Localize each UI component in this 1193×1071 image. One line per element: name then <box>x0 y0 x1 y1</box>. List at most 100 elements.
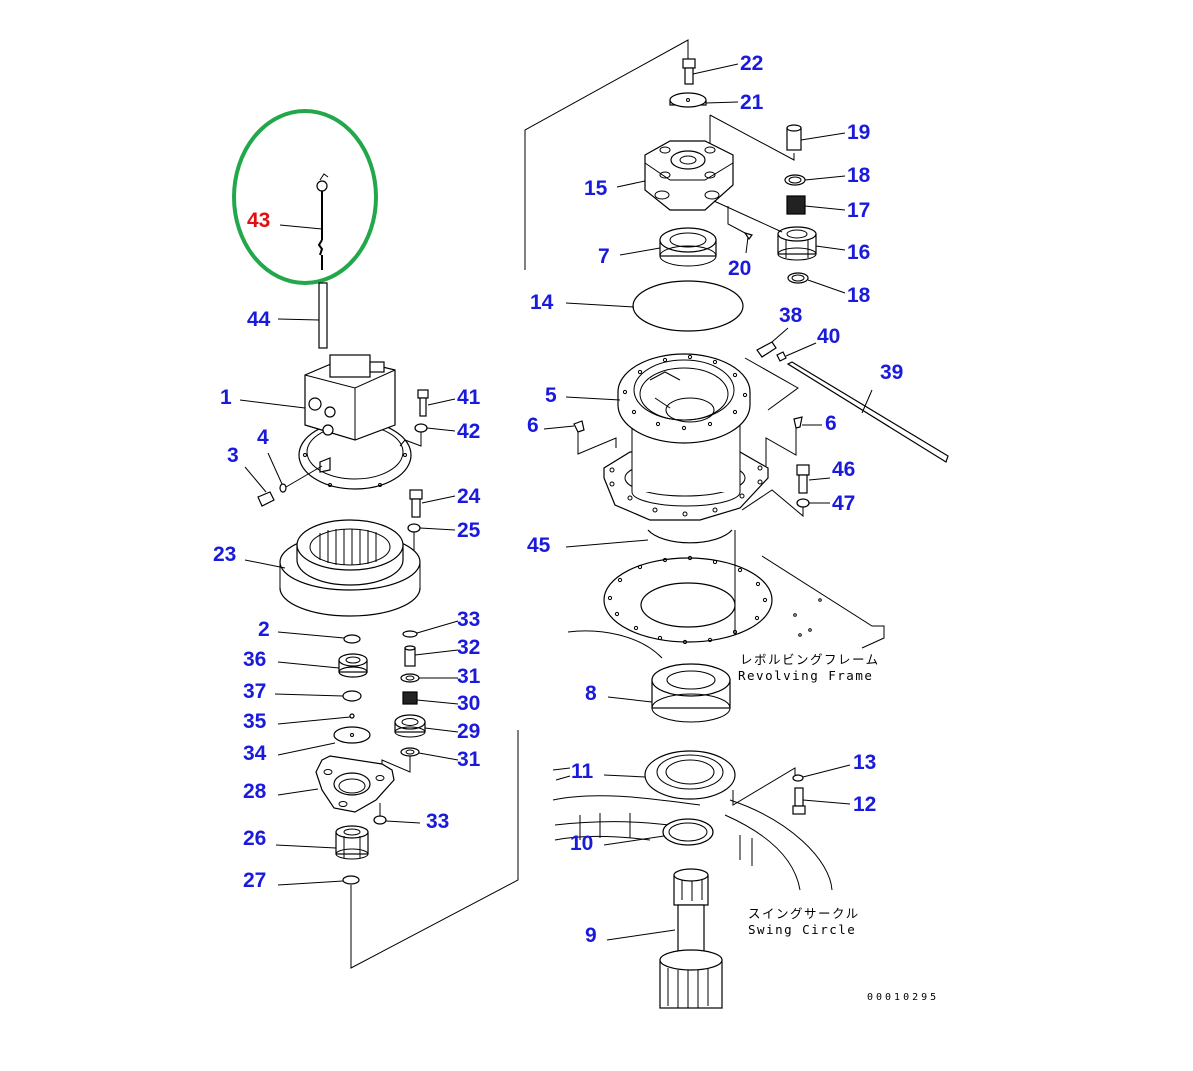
callout-18-upper[interactable]: 18 <box>847 164 871 187</box>
part-4-oring[interactable] <box>279 483 287 493</box>
callout-11[interactable]: 11 <box>571 760 594 783</box>
callout-4[interactable]: 4 <box>257 426 269 449</box>
callout-28[interactable]: 28 <box>243 780 267 803</box>
callout-1[interactable]: 1 <box>220 386 232 409</box>
callout-44[interactable]: 44 <box>247 308 271 331</box>
part-2-oring[interactable] <box>343 634 361 644</box>
callout-34[interactable]: 34 <box>243 742 267 765</box>
part-3-plug[interactable] <box>257 491 275 507</box>
part-14-oring[interactable] <box>632 280 744 332</box>
part-19-shaft-pin[interactable] <box>786 124 802 151</box>
part-12-bolt[interactable] <box>792 787 806 815</box>
part-34-plate[interactable] <box>333 726 371 744</box>
callout-12[interactable]: 12 <box>853 793 876 816</box>
callout-41[interactable]: 41 <box>457 386 481 409</box>
part-41-bolt[interactable] <box>417 389 429 417</box>
part-8-bearing[interactable] <box>651 663 731 723</box>
part-40-clip[interactable] <box>776 351 787 362</box>
callout-30[interactable]: 30 <box>457 692 480 715</box>
callout-21[interactable]: 21 <box>740 91 764 114</box>
callout-16[interactable]: 16 <box>847 241 870 264</box>
callout-24[interactable]: 24 <box>457 485 481 508</box>
part-27-thrust-washer[interactable] <box>342 875 360 885</box>
part-22-bolt[interactable] <box>682 58 696 85</box>
callout-8[interactable]: 8 <box>585 682 597 705</box>
part-43-dipstick[interactable] <box>316 173 329 270</box>
callout-26[interactable]: 26 <box>243 827 266 850</box>
part-29-bearing[interactable] <box>394 714 426 738</box>
callout-47[interactable]: 47 <box>832 492 855 515</box>
callout-40[interactable]: 40 <box>817 325 840 348</box>
part-39-hose[interactable] <box>786 361 949 463</box>
callout-10[interactable]: 10 <box>570 832 593 855</box>
part-15-carrier[interactable] <box>644 140 734 211</box>
part-6-plug-left[interactable] <box>573 420 585 433</box>
callout-39[interactable]: 39 <box>880 361 903 384</box>
callout-23[interactable]: 23 <box>213 543 236 566</box>
part-1-swing-motor[interactable] <box>298 354 412 490</box>
callout-19[interactable]: 19 <box>847 121 870 144</box>
callout-33-lower[interactable]: 33 <box>426 810 449 833</box>
callout-18-lower[interactable]: 18 <box>847 284 871 307</box>
part-10-seal[interactable] <box>662 818 714 846</box>
part-26-bearing[interactable] <box>335 825 369 860</box>
callout-32[interactable]: 32 <box>457 636 480 659</box>
part-17-needle-bearing[interactable] <box>786 195 806 215</box>
part-42-washer[interactable] <box>414 423 428 433</box>
part-47-washer[interactable] <box>796 498 810 508</box>
callout-27[interactable]: 27 <box>243 869 266 892</box>
part-32-pin[interactable] <box>404 645 416 667</box>
part-36-bearing[interactable] <box>338 653 368 678</box>
callout-42[interactable]: 42 <box>457 420 480 443</box>
callout-3[interactable]: 3 <box>227 444 239 467</box>
part-23-ring-gear[interactable] <box>279 519 421 617</box>
callout-25[interactable]: 25 <box>457 519 481 542</box>
part-18-washer-lower[interactable] <box>787 272 809 284</box>
callout-37[interactable]: 37 <box>243 680 266 703</box>
part-24-bolt[interactable] <box>409 489 423 518</box>
part-11-cover[interactable] <box>644 750 736 800</box>
part-13-washer[interactable] <box>792 774 804 782</box>
callout-29[interactable]: 29 <box>457 720 480 743</box>
part-33-snap-ring-lower[interactable] <box>373 815 387 825</box>
callout-17[interactable]: 17 <box>847 199 870 222</box>
part-7-bearing[interactable] <box>659 227 717 267</box>
part-30-needle-bearing[interactable] <box>402 691 418 705</box>
part-28-carrier-plate[interactable] <box>315 755 395 813</box>
part-5-case[interactable] <box>603 353 769 521</box>
callout-46[interactable]: 46 <box>832 458 855 481</box>
callout-20[interactable]: 20 <box>728 257 751 280</box>
part-21-washer-plate[interactable] <box>669 92 707 108</box>
callout-9[interactable]: 9 <box>585 924 597 947</box>
part-46-bolt[interactable] <box>796 464 810 494</box>
callout-45[interactable]: 45 <box>527 534 551 557</box>
callout-31-lower[interactable]: 31 <box>457 748 481 771</box>
callout-43[interactable]: 43 <box>247 209 270 232</box>
part-31-washer-lower[interactable] <box>400 747 420 757</box>
part-25-washer[interactable] <box>407 523 421 533</box>
callout-22[interactable]: 22 <box>740 52 763 75</box>
part-18-washer-upper[interactable] <box>784 174 806 186</box>
part-6-plug-right[interactable] <box>793 416 803 429</box>
callout-7[interactable]: 7 <box>598 245 610 268</box>
part-16-planet-gear[interactable] <box>777 226 817 261</box>
callout-14[interactable]: 14 <box>530 291 554 314</box>
callout-13[interactable]: 13 <box>853 751 876 774</box>
callout-6-right[interactable]: 6 <box>825 412 837 435</box>
part-35-ball[interactable] <box>349 713 355 719</box>
callout-2[interactable]: 2 <box>258 618 270 641</box>
callout-35[interactable]: 35 <box>243 710 267 733</box>
callout-5[interactable]: 5 <box>545 384 557 407</box>
part-31-washer-upper[interactable] <box>400 673 420 683</box>
part-44-pipe[interactable] <box>318 282 328 349</box>
part-33-snap-ring-upper[interactable] <box>402 630 418 638</box>
part-20-pin[interactable] <box>743 231 754 241</box>
callout-33-upper[interactable]: 33 <box>457 608 480 631</box>
part-45-oring[interactable] <box>647 529 733 544</box>
part-38-fitting[interactable] <box>756 341 777 358</box>
callout-31-upper[interactable]: 31 <box>457 665 481 688</box>
part-37-shim[interactable] <box>342 690 362 702</box>
callout-38[interactable]: 38 <box>779 304 803 327</box>
callout-6-left[interactable]: 6 <box>527 414 539 437</box>
callout-15[interactable]: 15 <box>584 177 608 200</box>
